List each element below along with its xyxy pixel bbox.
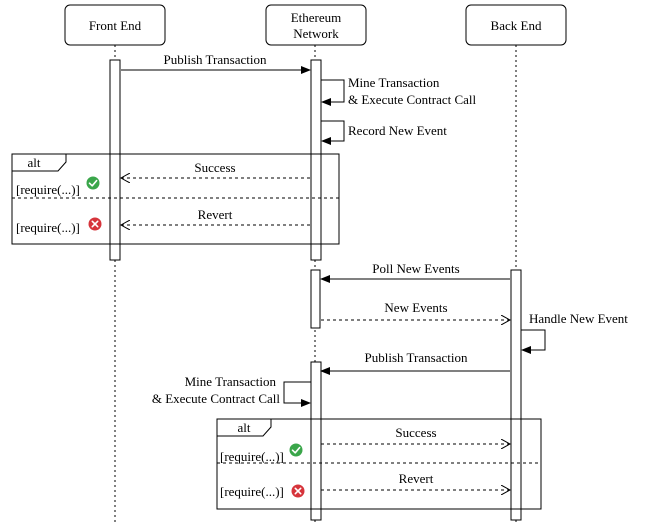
- participant-front-end: Front End: [64, 4, 166, 46]
- alt-fragment-2-guard-success: [require(...)]: [220, 449, 284, 464]
- mine-transaction-self-arrow-2: [283, 381, 311, 407]
- participant-ethereum-label-line1: Ethereum: [291, 10, 342, 25]
- x-circle-icon: [88, 217, 102, 231]
- participant-ethereum-network: Ethereum Network: [265, 4, 367, 46]
- publish-transaction-label-1: Publish Transaction: [164, 52, 267, 67]
- mine-transaction-label-1-line1: Mine Transaction: [348, 75, 440, 90]
- participant-back-end: Back End: [465, 4, 567, 46]
- mine-transaction-label-1-line2: & Execute Contract Call: [348, 92, 477, 107]
- ethereum-activation-3: [310, 361, 322, 521]
- mine-transaction-label-2-line1: Mine Transaction: [185, 374, 277, 389]
- mine-transaction-label-2-line2: & Execute Contract Call: [152, 391, 281, 406]
- alt-fragment-2: [216, 418, 542, 510]
- alt-fragment-1: [11, 153, 340, 245]
- participant-front-end-label: Front End: [89, 18, 142, 33]
- poll-new-events-label: Poll New Events: [372, 261, 459, 276]
- check-circle-icon: [289, 443, 303, 457]
- x-circle-icon: [291, 484, 305, 498]
- alt-fragment-2-keyword: alt: [238, 420, 251, 435]
- check-circle-icon: [86, 176, 100, 190]
- alt-fragment-2-guard-revert: [require(...)]: [220, 484, 284, 499]
- back-end-activation: [510, 269, 522, 521]
- alt-fragment-1-guard-success: [require(...)]: [16, 182, 80, 197]
- new-events-label: New Events: [384, 300, 447, 315]
- participant-back-end-label: Back End: [491, 18, 542, 33]
- alt-fragment-1-guard-revert: [require(...)]: [16, 220, 80, 235]
- front-end-activation: [109, 59, 121, 261]
- alt-fragment-2-tab: [217, 418, 272, 437]
- handle-new-event-label: Handle New Event: [529, 311, 628, 326]
- revert-label-2: Revert: [399, 471, 434, 486]
- record-event-self-arrow: [321, 120, 345, 145]
- ethereum-activation-2: [310, 269, 321, 329]
- alt-fragment-1-keyword: alt: [28, 155, 41, 170]
- mine-transaction-self-arrow-1: [321, 79, 345, 106]
- alt-fragment-1-tab: [12, 153, 67, 172]
- publish-transaction-label-2: Publish Transaction: [365, 350, 468, 365]
- revert-label-1: Revert: [198, 207, 233, 222]
- success-label-2: Success: [395, 425, 436, 440]
- success-label-1: Success: [194, 160, 235, 175]
- handle-new-event-self-arrow: [521, 329, 546, 354]
- ethereum-activation-1: [310, 59, 322, 261]
- record-event-label: Record New Event: [348, 123, 447, 138]
- participant-ethereum-label-line2: Network: [293, 26, 339, 41]
